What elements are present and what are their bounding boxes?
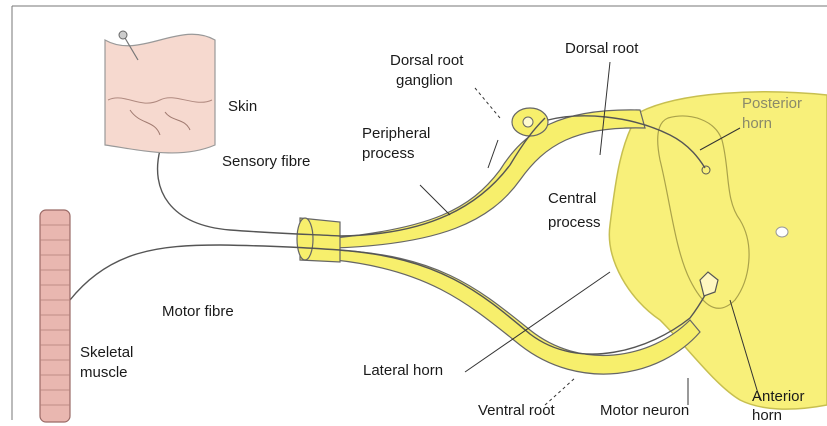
label-posterior-horn-line1: Posterior (742, 95, 802, 112)
label-anterior-horn-line2: horn (752, 407, 782, 424)
skin-block (105, 34, 215, 153)
sensory-fibre (158, 118, 545, 236)
label-anterior-horn-line1: Anterior (752, 388, 805, 405)
label-peripheral-process-line2: process (362, 145, 415, 162)
label-skeletal-muscle-line1: Skeletal (80, 344, 133, 361)
label-dorsal-root: Dorsal root (565, 40, 638, 57)
label-dorsal-root-ganglion-line1: Dorsal root (390, 52, 463, 69)
label-lateral-horn: Lateral horn (363, 362, 443, 379)
ganglion-cell-body (523, 117, 533, 127)
central-canal (776, 227, 788, 237)
label-motor-fibre: Motor fibre (162, 303, 234, 320)
label-peripheral-process-line1: Peripheral (362, 125, 430, 142)
label-central-process-line2: process (548, 214, 601, 231)
skin-pin-head (119, 31, 127, 39)
label-sensory-fibre: Sensory fibre (222, 153, 310, 170)
label-central-process-line1: Central (548, 190, 596, 207)
label-dorsal-root-ganglion-line2: ganglion (396, 72, 453, 89)
nerve-cut-end (297, 218, 313, 260)
label-skeletal-muscle-line2: muscle (80, 364, 128, 381)
label-posterior-horn-line2: horn (742, 115, 772, 132)
label-ventral-root: Ventral root (478, 402, 555, 419)
label-motor-neuron: Motor neuron (600, 402, 689, 419)
label-skin: Skin (228, 98, 257, 115)
